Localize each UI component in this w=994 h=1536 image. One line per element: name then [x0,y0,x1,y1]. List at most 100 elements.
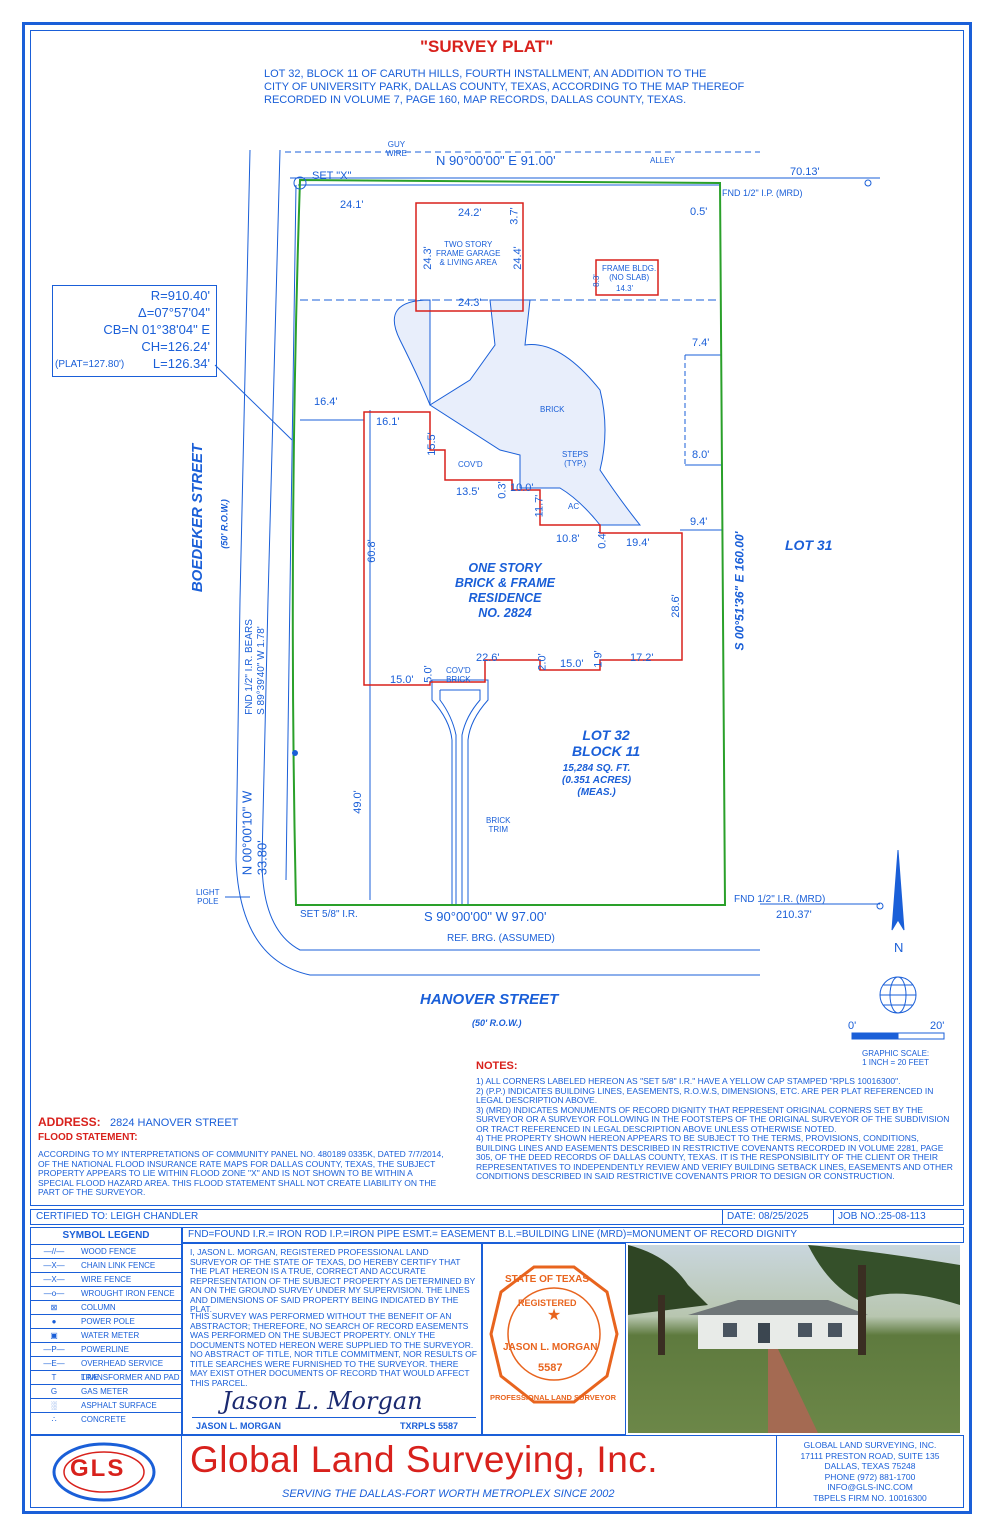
logo-text: GLS [70,1455,126,1482]
fnd-ip-label: FND 1/2" I.P. (MRD) [722,188,803,198]
curve-plat: (PLAT=127.80') [55,359,125,370]
set-x-label: SET "X" [312,170,352,182]
transformer-icon: T [51,1373,57,1382]
contact-email[interactable]: INFO@GLS-INC.COM [827,1482,913,1492]
wood-fence-icon: —//— [43,1247,65,1256]
lot-31-label: LOT 31 [785,537,833,553]
garage-bottom: 24.3' [458,297,482,309]
dim-03: 0.3' [496,481,509,499]
dim-80: 8.0' [692,449,710,461]
abbrev-text: FND=FOUND I.R.= IRON ROD I.P.=IRON PIPE … [188,1229,797,1240]
seal-state: STATE OF TEXAS [505,1274,590,1285]
contact-city: DALLAS, TEXAS 75248 [824,1461,916,1471]
dim-172: 17.2' [630,652,654,664]
overhead-service-line-icon: —E— [43,1359,65,1368]
hanover-row: (50' R.O.W.) [472,1018,522,1028]
flood-text: ACCORDING TO MY INTERPRETATIONS OF COMMU… [38,1149,444,1197]
dim-100: 10.0' [510,482,534,494]
date-value: DATE: 08/25/2025 [727,1211,809,1222]
curve-length: L=126.34' [152,356,210,371]
rpls-number: TXRPLS 5587 [400,1421,459,1431]
alley-label: ALLEY [650,156,675,165]
dim-50: 5.0' [422,665,435,683]
notes-list: 1) ALL CORNERS LABELED HEREON AS "SET 5/… [476,1076,956,1182]
signature: Jason L. Morgan [222,1387,423,1415]
north-label: N [894,940,904,955]
scale-zero: 0' [848,1020,857,1032]
legend-item: —E—OVERHEAD SERVICE LINE [31,1356,181,1382]
scale-twenty: 20' [930,1020,945,1032]
chain-link-fence-icon: —X— [43,1261,65,1270]
se-tie: 210.37' [776,909,812,921]
wire-fence-icon: —X— [43,1275,65,1284]
contact-phone[interactable]: PHONE (972) 881-1700 [824,1471,916,1482]
asphalt-icon: ░ [51,1401,57,1410]
address-label: ADDRESS: [38,1115,101,1129]
dim-74: 7.4' [692,337,710,349]
frame-bldg-h: 8.3' [591,274,601,287]
garage-side: 3.7' [508,207,521,225]
column-icon: ⊠ [50,1303,58,1312]
dim-194: 19.4' [626,537,650,549]
dim-286: 28.6' [669,594,682,618]
address-value: 2824 HANOVER STREET [110,1117,239,1129]
date-cell [722,1209,834,1225]
note-3: 3) (MRD) INDICATES MONUMENTS OF RECORD D… [476,1104,950,1134]
covd-label: COV'D [458,460,483,469]
north-bearing: N 90°00'00" E 91.00' [436,153,556,168]
legend-item: —o—WROUGHT IRON FENCE [31,1286,181,1301]
area-label: 15,284 SQ. FT.(0.351 ACRES)(MEAS.) [562,763,632,798]
seal-box [482,1243,626,1435]
contact-box [776,1435,964,1508]
dim-05: 0.5' [690,206,708,218]
seal-professional: PROFESSIONAL LAND SURVEYOR [490,1393,616,1402]
curve-chord: CH=126.24' [141,339,210,354]
water-meter-icon: ▣ [50,1331,58,1340]
company-tagline: SERVING THE DALLAS-FORT WORTH METROPLEX … [282,1488,615,1500]
ref-brg-label: REF. BRG. (ASSUMED) [447,933,555,944]
legend-item: ▣WATER METER [31,1328,181,1343]
steps-label: STEPS(TYP.) [562,450,589,468]
page-border [22,22,972,1514]
certified-row [30,1209,964,1225]
seal-registered: REGISTERED [518,1298,577,1308]
brick-label: BRICK [540,405,565,414]
concrete-icon: ∴ [51,1415,57,1424]
survey-drawing [214,149,945,1040]
graphic-scale-label: GRAPHIC SCALE:1 INCH = 20 FEET [862,1049,930,1067]
curve-bearing: CB=N 01°38'04" E [103,322,210,337]
contact-company: GLOBAL LAND SURVEYING, INC. [803,1440,937,1450]
power-pole-icon: ● [51,1317,57,1326]
boedeker-street: BOEDEKER STREET [189,443,207,593]
dim-04: 0.4' [596,531,609,549]
dim-135: 13.5' [456,486,480,498]
legal-line-3: RECORDED IN VOLUME 7, PAGE 160, MAP RECO… [264,94,687,106]
fnd-ir-label: FND 1/2" I.R. (MRD) [734,894,826,905]
legal-line-1: LOT 32, BLOCK 11 OF CARUTH HILLS, FOURTH… [264,68,707,80]
seal-name: JASON L. MORGAN [503,1342,598,1353]
note-2: 2) (P.P.) INDICATES BUILDING LINES, EASE… [476,1085,934,1105]
dim-161: 16.1' [376,416,400,428]
garage-right: 24.4' [511,246,524,270]
note-4: 4) THE PROPERTY SHOWN HEREON APPEARS TO … [476,1133,953,1181]
legend-item: —//—WOOD FENCE [31,1244,181,1259]
set-ir-label: SET 5/8" I.R. [300,909,358,920]
contact-address: 17111 PRESTON ROAD, SUITE 135 [800,1450,940,1461]
flood-label: FLOOD STATEMENT: [38,1132,138,1143]
dim-108: 10.8' [556,533,580,545]
svg-text:★: ★ [547,1307,561,1324]
certification-para-2: THIS SURVEY WAS PERFORMED WITHOUT THE BE… [190,1311,477,1388]
plat-title: "SURVEY PLAT" [420,37,554,56]
signature-line [192,1417,476,1418]
legend-item: ●POWER POLE [31,1314,181,1329]
frame-bldg-label: FRAME BLDG.(NO SLAB) [602,264,657,282]
ac-label: AC [568,502,580,511]
